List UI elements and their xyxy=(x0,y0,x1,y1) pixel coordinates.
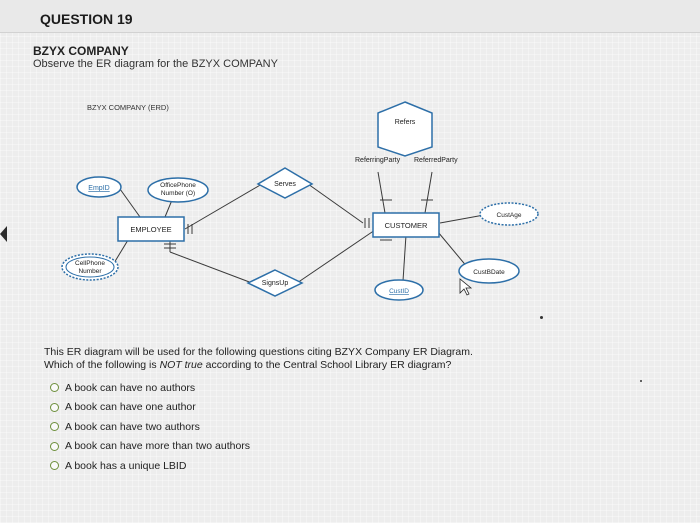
officephone-label: OfficePhone xyxy=(160,182,196,189)
custid-label: CustID xyxy=(389,288,409,295)
option-label: A book has a unique LBID xyxy=(65,459,187,472)
referring-party-label: ReferringParty xyxy=(355,157,401,164)
radio-button[interactable] xyxy=(50,383,59,393)
question-label: QUESTION 19 xyxy=(40,11,133,27)
radio-button[interactable] xyxy=(50,422,59,432)
answer-options: A book can have no authors A book can ha… xyxy=(50,378,250,476)
cursor-icon xyxy=(459,278,473,296)
collapse-arrow-icon[interactable] xyxy=(0,226,7,242)
signsup-label: SignsUp xyxy=(262,280,289,287)
option-label: A book can have two authors xyxy=(65,420,200,433)
answer-option-4[interactable]: A book can have more than two authors xyxy=(50,437,250,457)
serves-label: Serves xyxy=(274,181,296,188)
radio-button[interactable] xyxy=(50,402,59,412)
customer-label: CUSTOMER xyxy=(385,221,428,230)
instruction-text: Observe the ER diagram for the BZYX COMP… xyxy=(33,58,278,70)
question-prompt: This ER diagram will be used for the fol… xyxy=(44,346,473,372)
prompt-line-1: This ER diagram will be used for the fol… xyxy=(44,346,473,358)
refers-label: Refers xyxy=(395,119,416,126)
refers-relationship-shape xyxy=(377,101,433,157)
custage-label: CustAge xyxy=(497,212,522,219)
prompt-line-2-start: Which of the following is xyxy=(44,359,160,371)
option-label: A book can have no authors xyxy=(65,381,196,394)
answer-option-1[interactable]: A book can have no authors xyxy=(50,378,250,398)
option-label: A book can have one author xyxy=(65,401,196,414)
company-title: BZYX COMPANY xyxy=(33,44,129,58)
answer-option-3[interactable]: A book can have two authors xyxy=(50,417,250,437)
prompt-line-2-end: according to the Central School Library … xyxy=(202,359,452,371)
empid-label: EmpID xyxy=(88,185,109,192)
radio-button[interactable] xyxy=(50,461,59,471)
referred-party-label: ReferredParty xyxy=(414,157,458,164)
cellphone-label-2: Number xyxy=(78,268,102,275)
custbdate-label: CustBDate xyxy=(473,269,505,276)
cellphone-label: CellPhone xyxy=(75,260,105,267)
diagram-title: BZYX COMPANY (ERD) xyxy=(87,103,169,112)
answer-option-5[interactable]: A book has a unique LBID xyxy=(50,456,250,476)
option-label: A book can have more than two authors xyxy=(65,440,251,453)
prompt-emphasis: NOT true xyxy=(159,359,203,371)
officephone-label-2: Number (O) xyxy=(161,190,195,197)
answer-option-2[interactable]: A book can have one author xyxy=(50,398,250,418)
radio-button[interactable] xyxy=(50,441,59,451)
question-header: QUESTION 19 xyxy=(0,0,700,33)
stray-dot xyxy=(640,380,642,382)
stray-dot xyxy=(540,316,543,319)
prompt-line-2: Which of the following is NOT true accor… xyxy=(44,359,473,372)
employee-label: EMPLOYEE xyxy=(130,225,171,234)
